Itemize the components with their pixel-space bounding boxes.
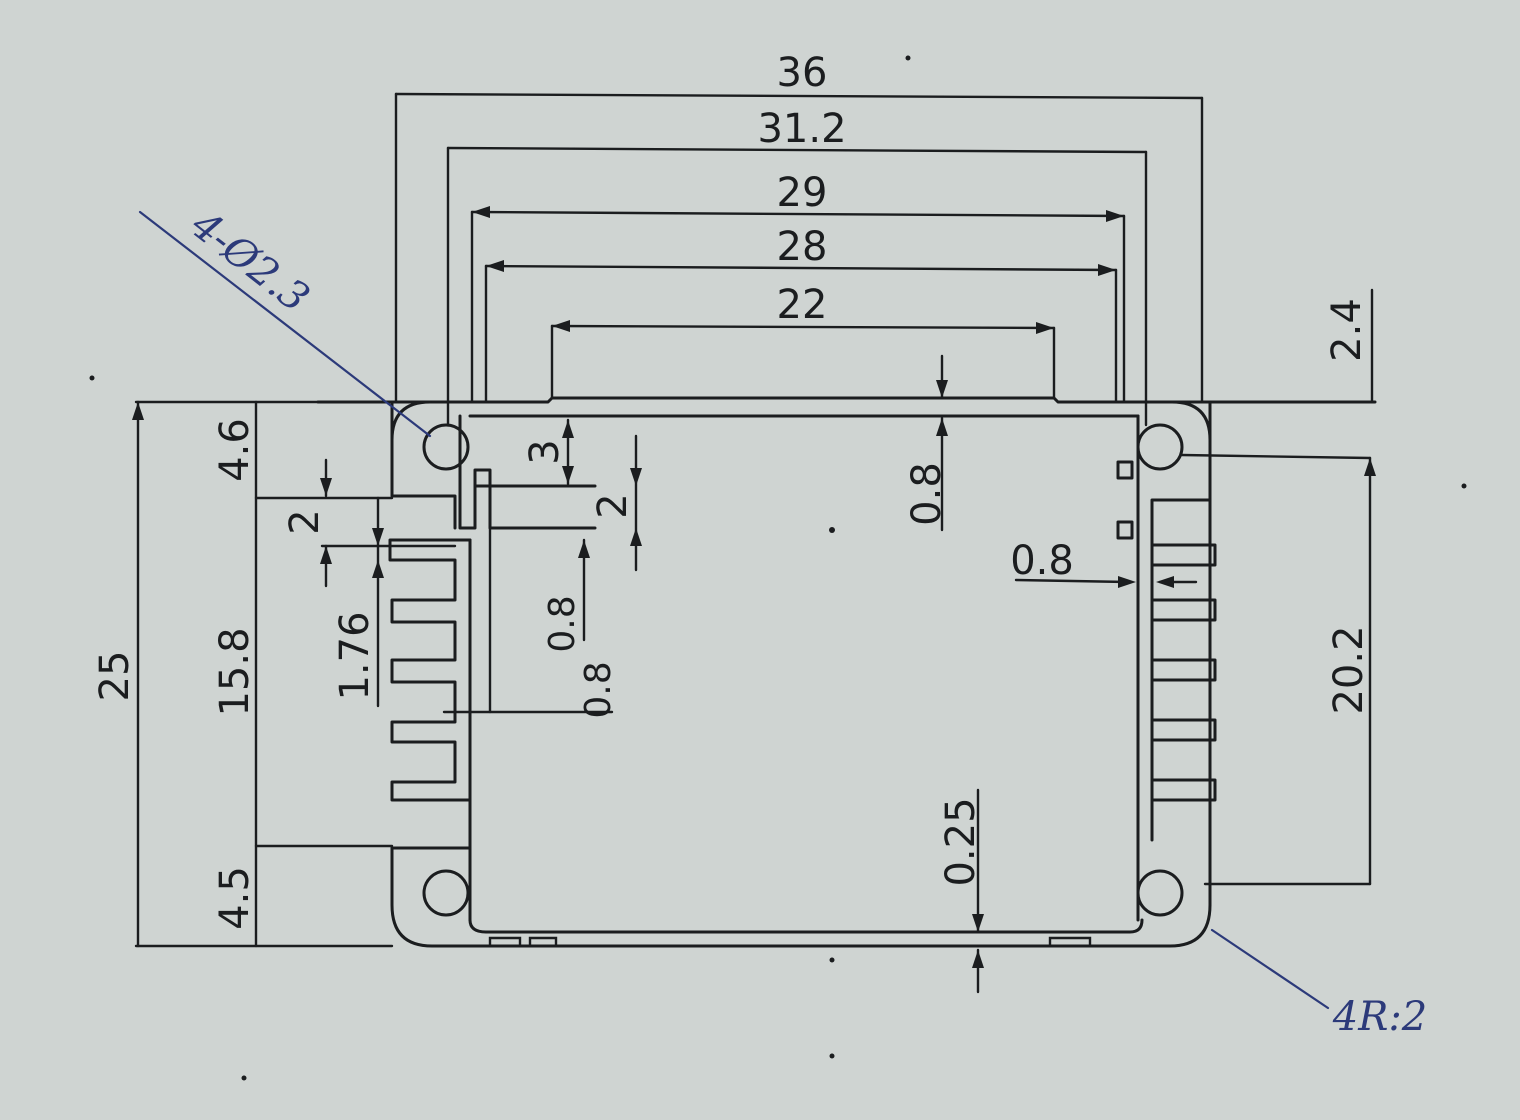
hole-top-right bbox=[1136, 423, 1184, 471]
label-right-wall: 0.8 bbox=[1010, 538, 1074, 584]
label-25: 25 bbox=[92, 651, 138, 702]
hole-leader-line bbox=[138, 210, 432, 438]
dim-line-22 bbox=[550, 324, 1056, 330]
label-slot-depth: 3 bbox=[522, 439, 568, 464]
stray-marks bbox=[89, 55, 1467, 1081]
right-dimensions bbox=[1014, 288, 1376, 886]
label-bottom-wall: 0.25 bbox=[938, 797, 984, 886]
inner-bottom-line bbox=[468, 918, 1144, 934]
left-flange bbox=[390, 400, 457, 530]
label-15-8: 15.8 bbox=[212, 627, 258, 716]
left-fins bbox=[388, 538, 472, 802]
label-2-left: 2 bbox=[282, 509, 328, 534]
dim-line-31-2 bbox=[446, 146, 1148, 154]
dim-line-28 bbox=[484, 264, 1118, 272]
label-2-4: 2.4 bbox=[1324, 298, 1370, 362]
bottom-wall-dimension bbox=[972, 788, 984, 994]
note-radius: 4R:2 bbox=[1332, 994, 1428, 1040]
top-dimension-labels: 36 31.2 29 28 22 bbox=[757, 50, 846, 328]
enclosure-profile bbox=[316, 396, 1377, 948]
top-wall-dimension bbox=[936, 354, 948, 532]
label-1-76: 1.76 bbox=[332, 611, 378, 700]
top-right-boss bbox=[1170, 400, 1212, 442]
label-31-2: 31.2 bbox=[757, 106, 846, 152]
label-36: 36 bbox=[777, 50, 828, 96]
hole-bottom-left bbox=[422, 869, 470, 917]
dim-line-36 bbox=[394, 92, 1204, 100]
label-20-2: 20.2 bbox=[1326, 625, 1372, 714]
dim-line-29 bbox=[470, 210, 1126, 218]
dim-line-right-wall bbox=[1014, 578, 1130, 584]
top-plate-line bbox=[316, 396, 1377, 404]
horizontal-dimensions bbox=[394, 92, 1204, 427]
top-left-boss bbox=[390, 400, 432, 442]
label-29: 29 bbox=[777, 170, 828, 216]
label-wall-left: 0.8 bbox=[542, 595, 583, 652]
radius-leader-line bbox=[1210, 928, 1330, 1010]
label-22: 22 bbox=[777, 282, 828, 328]
hole-top-left bbox=[422, 423, 470, 471]
bottom-tabs bbox=[488, 936, 1092, 948]
label-4-5: 4.5 bbox=[212, 866, 258, 930]
label-4-6: 4.6 bbox=[212, 418, 258, 482]
label-wall-left-b: 0.8 bbox=[578, 661, 619, 718]
slot-dimensions bbox=[562, 418, 642, 572]
right-rail-b bbox=[1116, 520, 1134, 540]
right-rail bbox=[1116, 460, 1134, 480]
hole-bottom-right bbox=[1136, 869, 1184, 917]
label-28: 28 bbox=[777, 224, 828, 270]
label-rail-2: 2 bbox=[590, 493, 636, 518]
bottom-left-corner bbox=[390, 846, 1212, 948]
right-fins bbox=[1150, 498, 1217, 842]
left-dimensions bbox=[132, 400, 614, 948]
handwritten-notes bbox=[138, 210, 1330, 1010]
label-top-wall: 0.8 bbox=[904, 462, 950, 526]
